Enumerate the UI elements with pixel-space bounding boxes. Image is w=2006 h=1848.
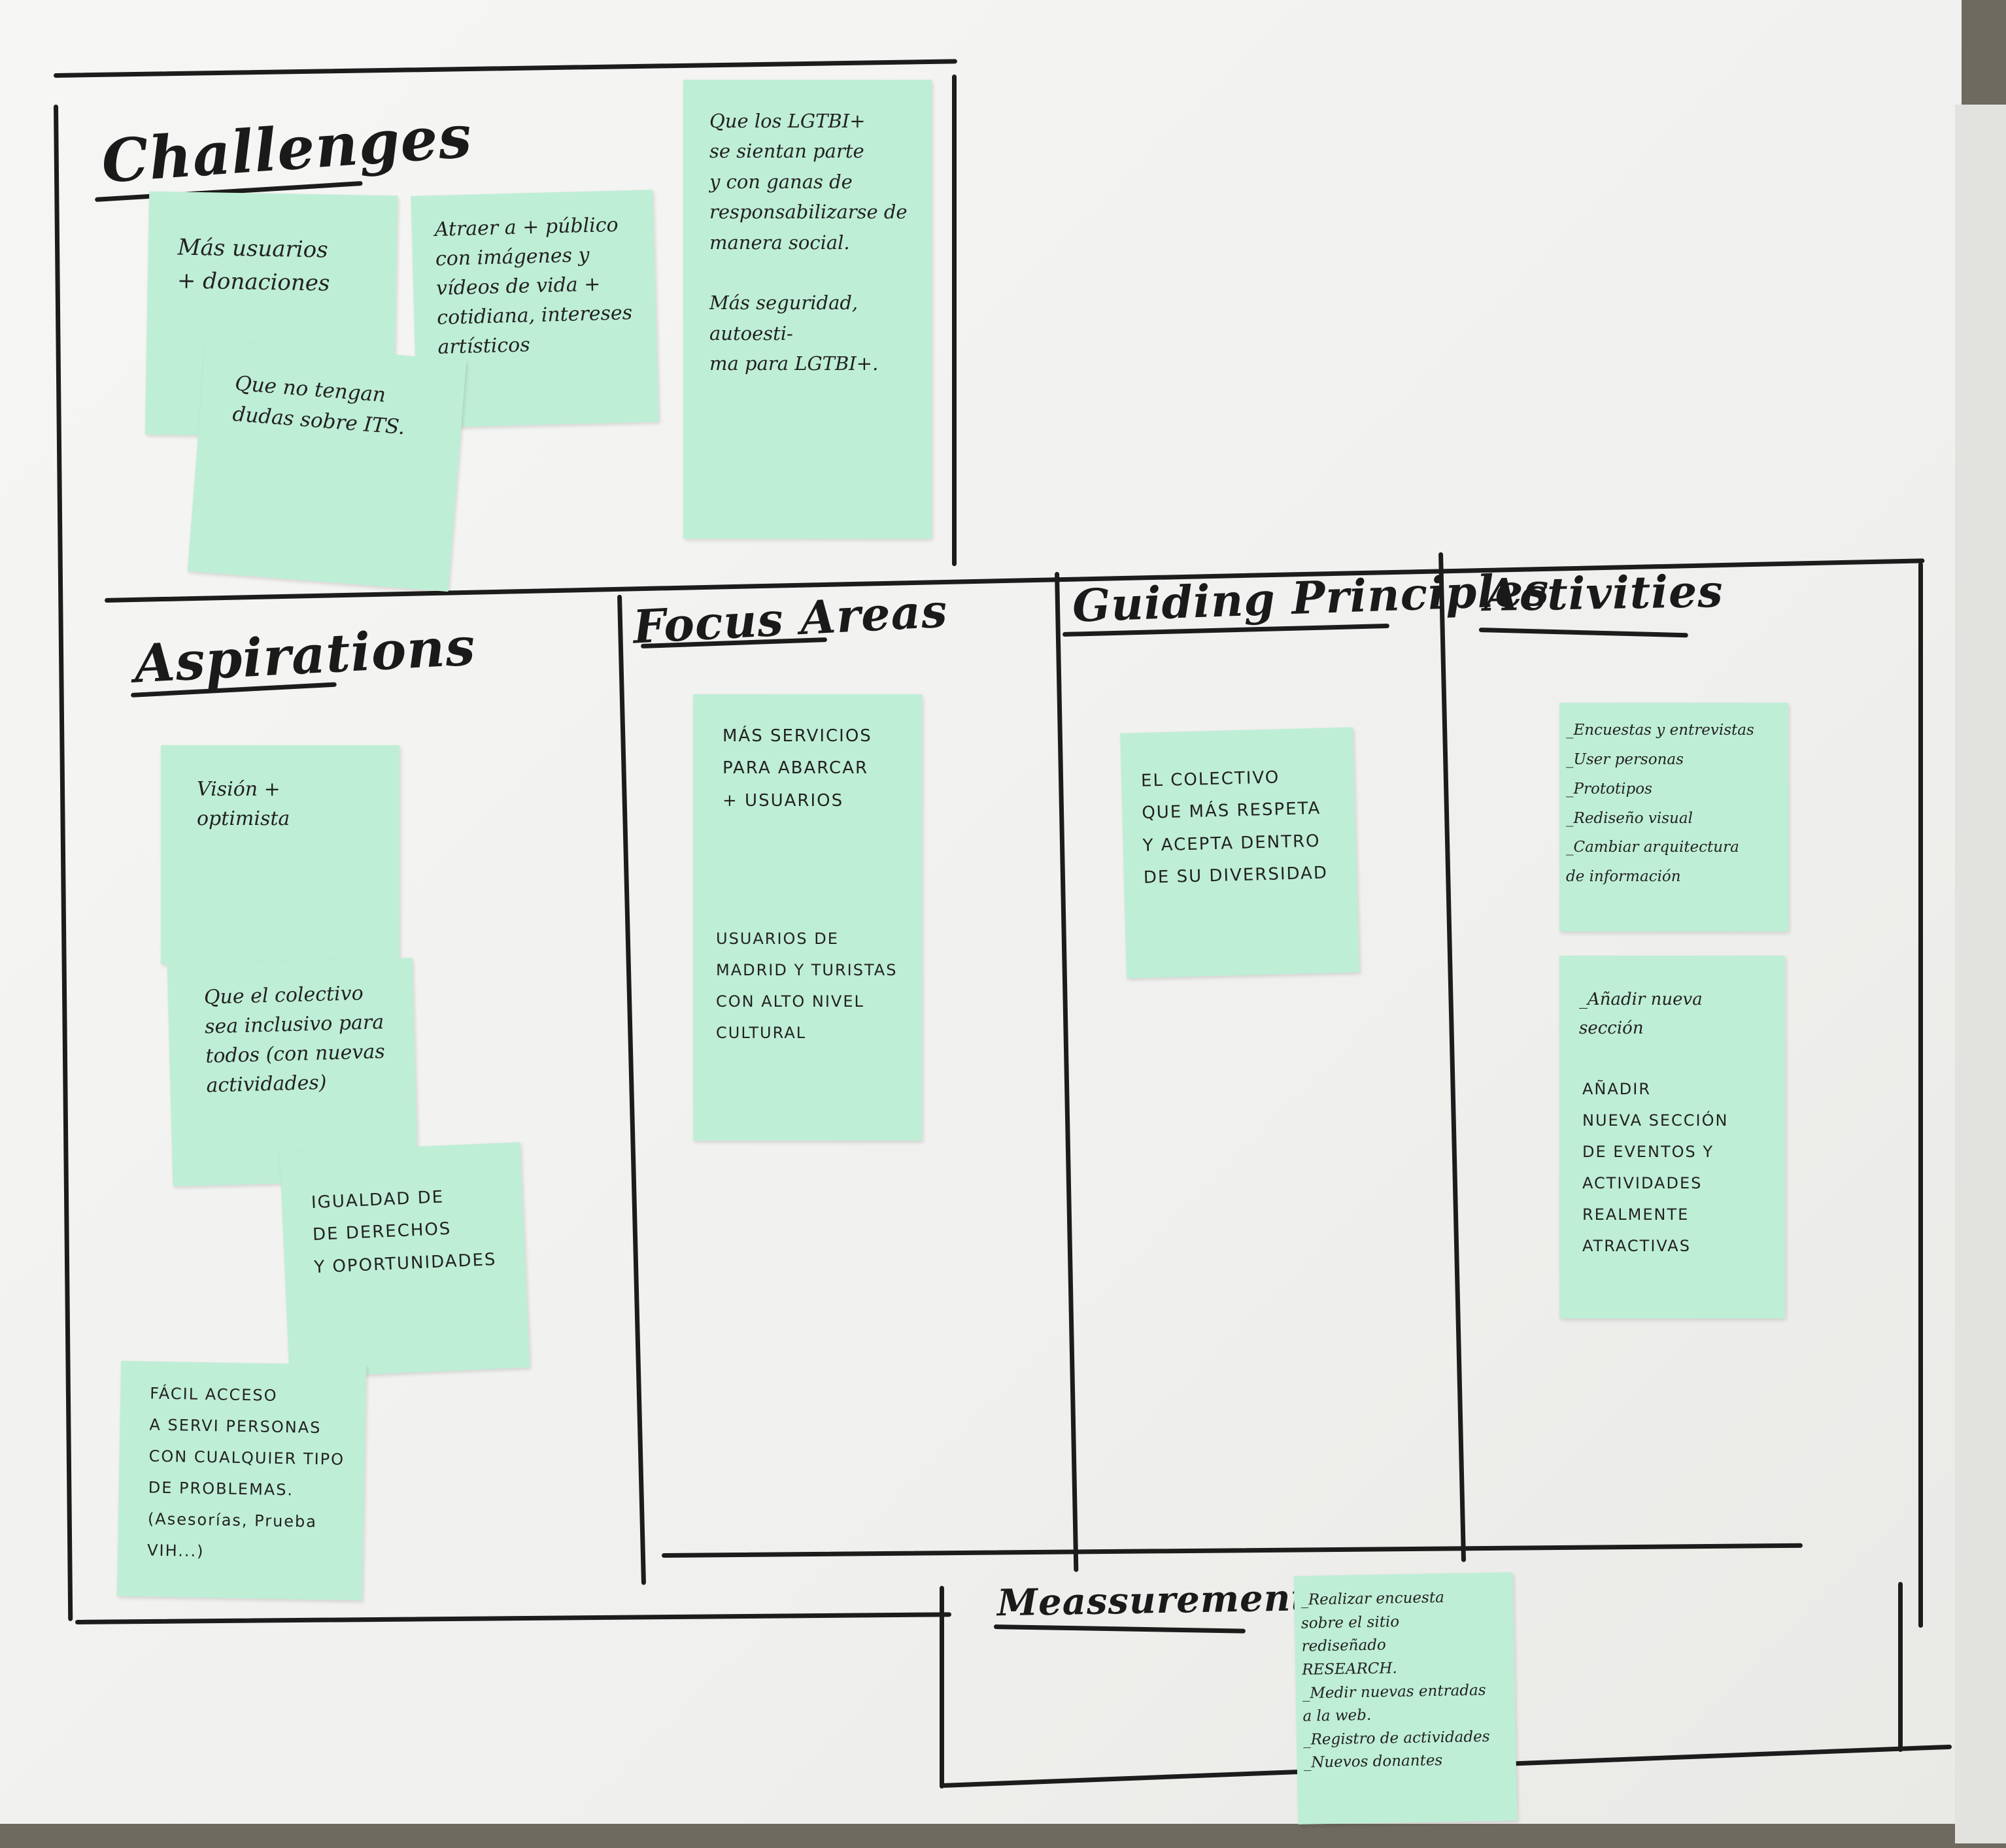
- sticky-note: _Añadir nueva sección AÑADIR NUEVA SECCI…: [1559, 956, 1785, 1319]
- frame-challenges-right: [952, 75, 957, 566]
- sticky-note-text: Visión + optimista: [197, 778, 290, 830]
- section-title-activities: Activities: [1484, 565, 1724, 622]
- sticky-note: _Realizar encuesta sobre el sitio redise…: [1293, 1572, 1518, 1824]
- frame-measurements-left: [940, 1586, 944, 1789]
- sticky-note: Visión + optimista: [161, 745, 400, 964]
- sticky-note: IGUALDAD DE DE DERECHOS Y OPORTUNIDADES: [279, 1142, 530, 1378]
- paper-sheet-edge: [1955, 105, 2006, 1843]
- sticky-note-text: Que el colectivo sea inclusivo para todo…: [203, 982, 386, 1098]
- sticky-note: MÁS SERVICIOS PARA ABARCAR + USUARIOS US…: [693, 694, 922, 1141]
- sticky-note-text: _Añadir nueva sección: [1579, 990, 1703, 1039]
- section-title-measurements: Meassurements: [996, 1575, 1331, 1625]
- sticky-note-text: Que los LGTBI+ se sientan parte y con ga…: [709, 110, 908, 375]
- sticky-note-text: Atraer a + público con imágenes y vídeos…: [434, 213, 633, 359]
- sticky-note-text: IGUALDAD DE DE DERECHOS Y OPORTUNIDADES: [311, 1187, 498, 1277]
- sticky-note-text: Que no tengan dudas sobre ITS.: [231, 371, 406, 439]
- sticky-note-text: USUARIOS DE MADRID Y TURISTAS CON ALTO N…: [716, 930, 898, 1042]
- sticky-note-text: EL COLECTIVO QUE MÁS RESPETA Y ACEPTA DE…: [1140, 767, 1329, 888]
- frame-measurements-right: [1898, 1582, 1903, 1752]
- sticky-note: EL COLECTIVO QUE MÁS RESPETA Y ACEPTA DE…: [1120, 727, 1359, 979]
- sticky-note-text: FÁCIL ACCESO A SERVI PERSONAS CON CUALQU…: [146, 1384, 345, 1561]
- frame-right-outer: [1918, 562, 1923, 1628]
- sticky-note-text: AÑADIR NUEVA SECCIÓN DE EVENTOS Y ACTIVI…: [1582, 1080, 1729, 1255]
- sticky-note-text: MÁS SERVICIOS PARA ABARCAR + USUARIOS: [722, 726, 872, 811]
- sticky-note-text: Más usuarios + donaciones: [177, 234, 330, 297]
- sticky-note: Que los LGTBI+ se sientan parte y con ga…: [683, 80, 932, 539]
- sticky-note: _Encuestas y entrevistas _User personas …: [1559, 703, 1788, 932]
- sticky-note: FÁCIL ACCESO A SERVI PERSONAS CON CUALQU…: [116, 1360, 367, 1601]
- sticky-note: Que no tengan dudas sobre ITS.: [187, 339, 467, 592]
- sticky-note-text: _Realizar encuesta sobre el sitio redise…: [1300, 1588, 1490, 1772]
- sticky-note-text: _Encuestas y entrevistas _User personas …: [1566, 722, 1754, 886]
